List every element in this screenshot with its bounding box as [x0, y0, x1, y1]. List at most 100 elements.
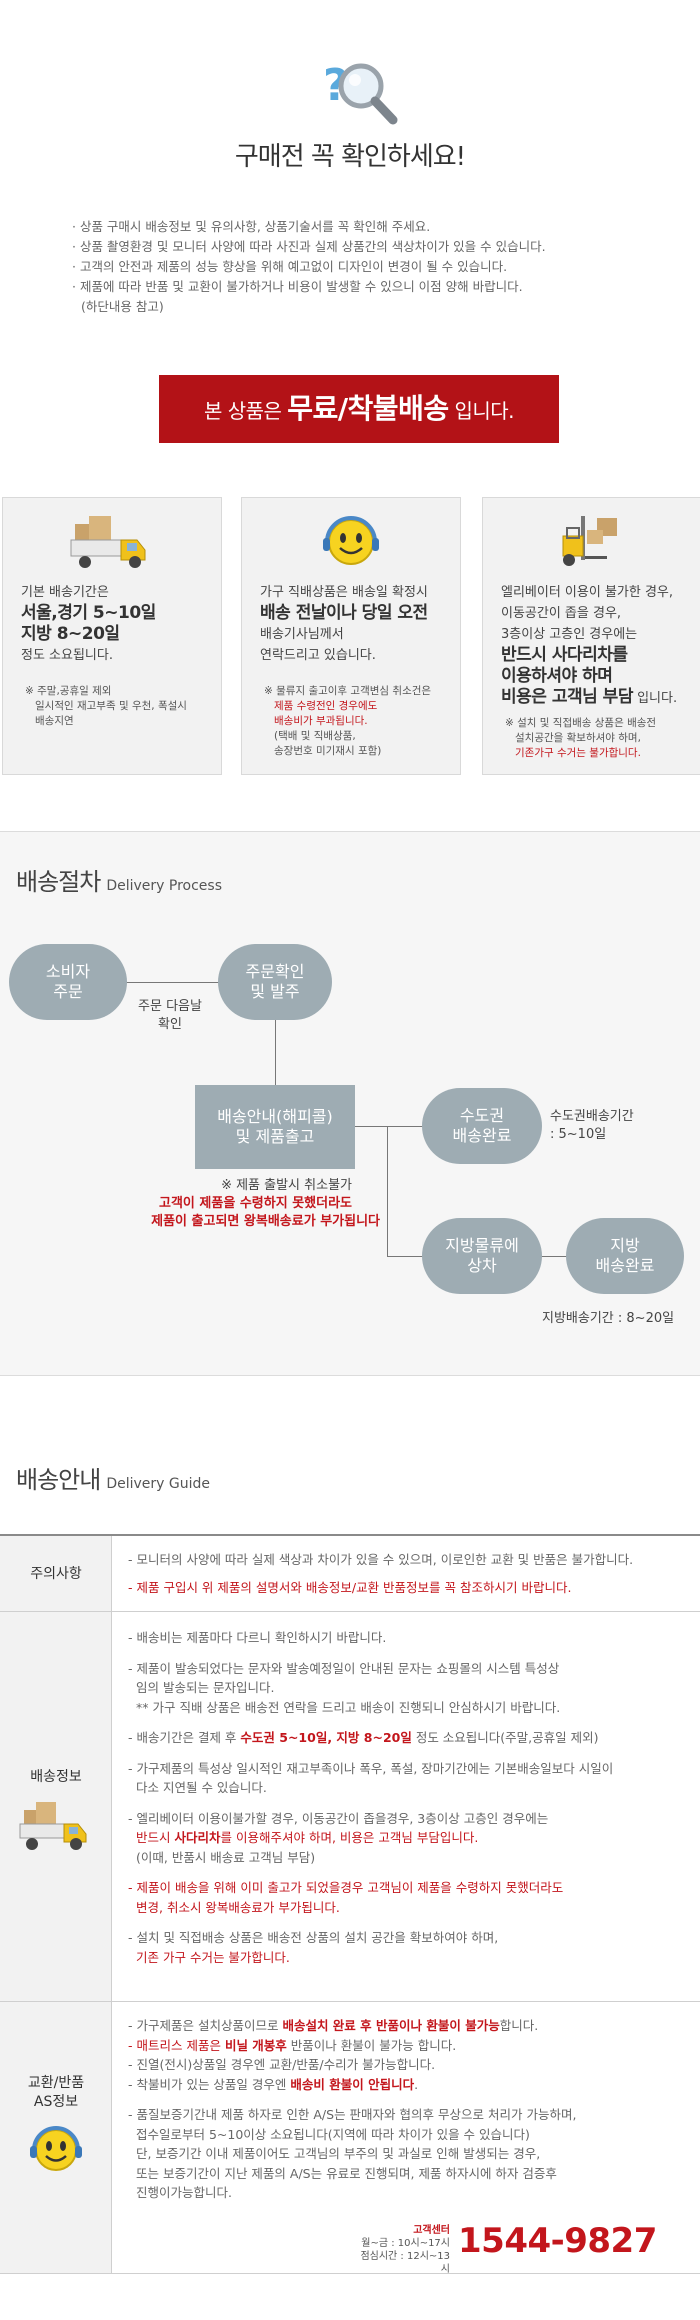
box-highlight: 배송 전날이나 당일 오전 [260, 603, 428, 623]
notice-list: · 상품 구매시 배송정보 및 유의사항, 상품기술서를 꼭 확인해 주세요. … [72, 217, 672, 317]
notice-item: · 고객의 안전과 제품의 성능 향상을 위해 예고없이 디자인이 변경이 될 … [72, 259, 508, 274]
caution-item: - 모니터의 사양에 따라 실제 색상과 차이가 있을 수 있으며, 이로인한 … [128, 1552, 634, 1567]
label-text: 주의사항 [30, 1566, 82, 1582]
shipping-item: - 가구제품의 특성상 일시적인 재고부족이나 폭우, 폭설, 장마기간에는 기… [128, 1759, 688, 1798]
box-text: 기본 배송기간은 [21, 585, 109, 600]
box-note: 기존가구 수거는 불가합니다. [515, 747, 641, 759]
label-text: 수도권배송기간 [550, 1109, 634, 1124]
node-text: 주문 [53, 982, 83, 1001]
delivery-guide-table: 주의사항 - 모니터의 사양에 따라 실제 색상과 차이가 있을 수 있으며, … [0, 1534, 700, 2284]
row-label: 주의사항 [0, 1536, 112, 1611]
callcenter-phone: 1544-9827 [458, 2221, 657, 2261]
process-subtitle: Delivery Process [106, 878, 222, 894]
node-text: 배송안내(해피콜) [217, 1107, 333, 1126]
callcenter-block: 고객센터 월~금 : 10시~17시 점심시간 : 12시~13시 1544-9… [320, 2220, 692, 2275]
flow-line [355, 1126, 425, 1127]
box-text: 엘리베이터 이용이 불가한 경우, [501, 585, 674, 600]
node-text: 및 제품출고 [235, 1127, 315, 1146]
notice-item: · 제품에 따라 반품 및 교환이 불가하거나 비용이 발생할 수 있으니 이점… [72, 279, 523, 294]
shipping-item: - 제품이 발송되었다는 문자와 발송예정일이 안내된 문자는 쇼핑몰의 시스템… [128, 1659, 688, 1718]
box-note: ※ 설치 및 직접배송 상품은 배송전 [505, 717, 657, 729]
row-label: 배송정보 [0, 1612, 112, 2001]
callcenter-hours: 월~금 : 10시~17시 [361, 2238, 450, 2249]
free-shipping-banner: 본 상품은 무료/착불배송 입니다. [159, 375, 559, 443]
page-title: 구매전 꼭 확인하세요! [234, 142, 466, 172]
warning-text: 고객이 제품을 수령하지 못했더라도 [159, 1196, 352, 1211]
cancel-warning: ※ 제품 출발시 취소불가 고객이 제품을 수령하지 못했더라도 제품이 출고되… [80, 1177, 380, 1231]
shipping-item: - 배송비는 제품마다 다르니 확인하시기 바랍니다. [128, 1628, 688, 1648]
label-text: : 5~10일 [550, 1127, 607, 1142]
item-text: - 제품이 배송을 위해 이미 출고가 되었을경우 고객님이 제품을 수령하지 … [128, 1880, 564, 1895]
banner-bold: 무료/착불배송 [287, 392, 449, 425]
box-text: 입니다. [632, 691, 678, 706]
item-text: 단, 보증기간 이내 제품이어도 고객님의 부주의 및 과실로 인해 발생되는 … [136, 2146, 541, 2161]
process-title: 배송절차 Delivery Process [16, 862, 222, 897]
row-caution: 주의사항 - 모니터의 사양에 따라 실제 색상과 차이가 있을 수 있으며, … [0, 1536, 700, 1612]
box-note: 배송비가 부과됩니다. [274, 715, 368, 727]
node-text: 지방 [610, 1236, 640, 1255]
item-text: 합니다. [499, 2018, 539, 2033]
truck-icon [16, 1796, 96, 1856]
item-text: 기존 가구 수거는 불가합니다. [136, 1949, 290, 1965]
node-text: 지방물류에 [445, 1236, 519, 1255]
box-note: 송장번호 미기재시 포함) [274, 745, 382, 757]
warning-text: ※ 제품 출발시 취소불가 [221, 1178, 352, 1193]
label-capital-period: 수도권배송기간 : 5~10일 [550, 1108, 634, 1144]
item-text: 임의 발송되는 문자입니다. [136, 1680, 275, 1695]
item-highlight: 배송비 환불이 안됩니다 [290, 2076, 415, 2092]
guide-subtitle: Delivery Guide [106, 1476, 211, 1492]
node-text: 상차 [467, 1256, 497, 1275]
label-text: AS정보 [33, 2094, 79, 2110]
node-delivery-guide: 배송안내(해피콜)및 제품출고 [195, 1085, 355, 1169]
item-text: - 품질보증기간내 제품 하자로 인한 A/S는 판매자와 협의후 무상으로 처… [128, 2107, 577, 2122]
info-box-delivery-period: 기본 배송기간은 서울,경기 5~10일 지방 8~20일 정도 소요됩니다. … [2, 497, 222, 775]
forklift-icon [483, 512, 700, 572]
shipping-item: - 배송기간은 결제 후 수도권 5~10일, 지방 8~20일 정도 소요됩니… [128, 1728, 688, 1748]
flow-line [275, 1018, 276, 1098]
guide-title: 배송안내 Delivery Guide [16, 1460, 210, 1495]
box-highlight: 이용하셔야 하며 [501, 666, 613, 686]
item-text: 접수일로부터 5~10이상 소요됩니다(지역에 따라 차이가 있을 수 있습니다… [136, 2126, 530, 2142]
row-shipping-info: 배송정보 - 배송비는 제품마다 다르니 확인하시기 바랍니다. - 제품이 발… [0, 1612, 700, 2002]
flow-line [387, 1256, 425, 1257]
box-note: 제품 수령전인 경우에도 [274, 700, 378, 712]
callcenter-label: 고객센터 [413, 2225, 450, 2236]
box-highlight: 지방 8~20일 [21, 624, 120, 644]
notice-item: (하단내용 참고) [81, 299, 164, 314]
node-text: 수도권 [459, 1106, 505, 1125]
box-note: 일시적인 재고부족 및 우천, 폭설시 [35, 700, 187, 712]
shipping-item: - 엘리베이터 이용이불가할 경우, 이동공간이 좁을경우, 3층이상 고층인 … [128, 1809, 688, 1868]
warning-text: 제품이 출고되면 왕복배송료가 부가됩니다 [151, 1214, 380, 1229]
box-note: ※ 물류지 출고이후 고객변심 취소건은 [264, 685, 432, 697]
item-highlight: 수도권 5~10일, 지방 8~20일 [240, 1730, 412, 1745]
process-title-ko: 배송절차 [16, 868, 101, 896]
item-text: 를 이용해주셔야 하며, 비용은 고객님 부담입니다. [220, 1830, 479, 1845]
returns-item: - 가구제품은 설치상품이므로 배송설치 완료 후 반품이나 환불이 불가능합니… [128, 2016, 688, 2036]
box-note: 설치공간을 확보하셔야 하며, [515, 732, 641, 744]
flow-line [540, 1256, 570, 1257]
node-text: 배송완료 [595, 1256, 655, 1275]
box-highlight: 반드시 사다리차를 [501, 645, 628, 665]
returns-item: - 진열(전시)상품일 경우엔 교환/반품/수리가 불가능합니다. [128, 2057, 436, 2072]
guide-title-ko: 배송안내 [16, 1466, 101, 1494]
box-highlight: 비용은 고객님 부담 [501, 687, 633, 707]
returns-item: - 착불비가 있는 상품일 경우엔 배송비 환불이 안됩니다. [128, 2075, 688, 2095]
truck-icon [3, 512, 221, 572]
item-text: 진행이가능합니다. [136, 2185, 232, 2200]
item-text: - 설치 및 직접배송 상품은 배송전 상품의 설치 공간을 확보하여야 하며, [128, 1930, 499, 1945]
node-text: 주문확인 [245, 962, 305, 981]
returns-item: - 매트리스 제품은 비닐 개봉후 반품이나 환불이 불가능 합니다. [128, 2036, 688, 2056]
callcenter-hours: 점심시간 : 12시~13시 [360, 2251, 450, 2275]
caution-item: - 제품 구입시 위 제품의 설명서와 배송정보/교환 반품정보를 꼭 참조하시… [128, 1579, 572, 1595]
box-note: ※ 주말,공휴일 제외 [25, 685, 112, 697]
item-text: - 배송비는 제품마다 다르니 확인하시기 바랍니다. [128, 1630, 387, 1645]
label-text: 확인 [158, 1017, 182, 1032]
item-text: - 엘리베이터 이용이불가할 경우, 이동공간이 좁을경우, 3층이상 고층인 … [128, 1810, 549, 1826]
